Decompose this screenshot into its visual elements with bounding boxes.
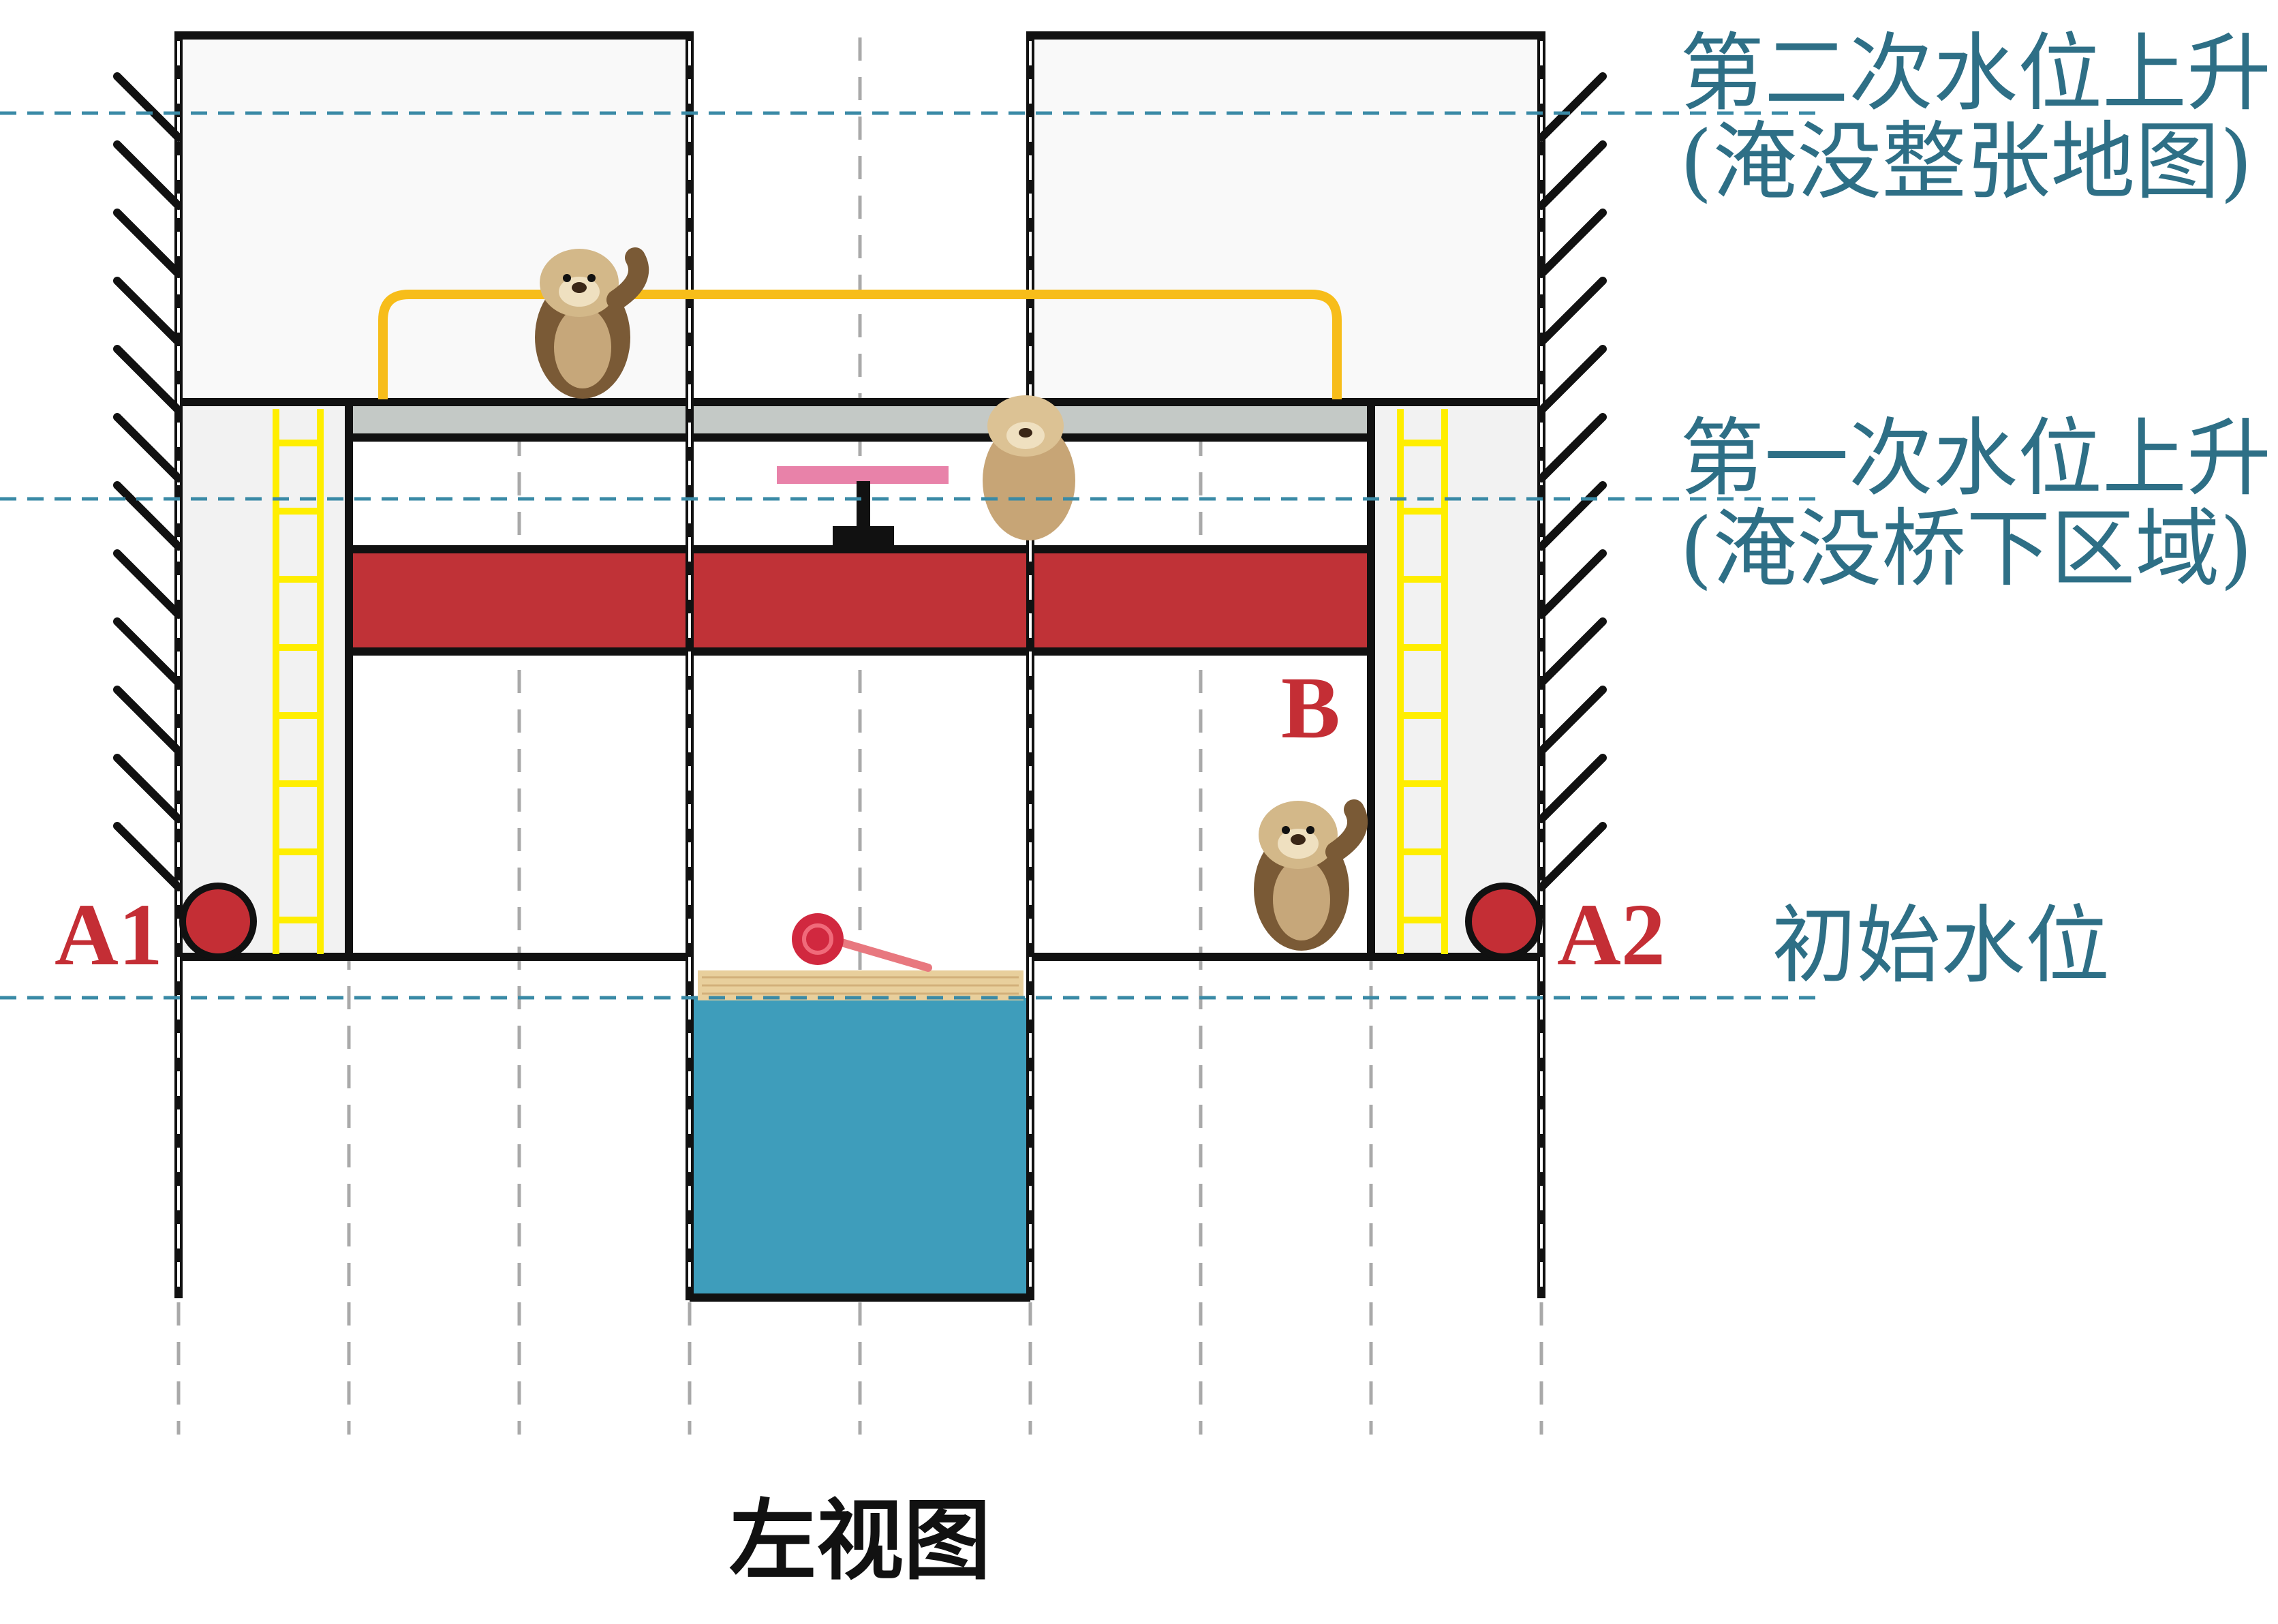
point-b-label: B — [1281, 659, 1340, 757]
handrail — [378, 290, 1342, 399]
wheel-a2[interactable] — [1465, 883, 1543, 960]
water-pool — [690, 998, 1030, 1298]
second-rise-sublabel: (淹没整张地图) — [1680, 113, 2253, 211]
valve-base — [833, 526, 894, 551]
first-rise-sublabel: (淹没桥下区域) — [1680, 500, 2253, 598]
initial-level-label: 初始水位 — [1772, 897, 2110, 995]
lollipop-icon[interactable] — [792, 913, 932, 972]
hatch-right — [1537, 72, 1607, 891]
outer-walls — [174, 31, 1545, 1300]
upper-right-block — [1030, 35, 1541, 403]
hatch-left — [113, 72, 183, 891]
point-a1-label: A1 — [55, 886, 163, 984]
view-title: 左视图 — [729, 1490, 991, 1592]
valve-handle[interactable] — [777, 466, 949, 484]
wheel-a1[interactable] — [179, 883, 257, 960]
first-rise-label: 第一次水位上升 — [1680, 410, 2271, 508]
second-rise-label: 第二次水位上升 — [1680, 25, 2271, 123]
ladder-left[interactable] — [273, 409, 324, 954]
valve[interactable] — [777, 466, 949, 551]
valve-stem — [857, 481, 870, 526]
otter-icon[interactable] — [535, 247, 649, 399]
right-shaft — [1371, 403, 1541, 955]
point-a2-label: A2 — [1557, 886, 1665, 984]
otter-icon[interactable] — [983, 395, 1075, 540]
wood-grain — [702, 976, 1019, 995]
otter-icon[interactable] — [1254, 799, 1368, 951]
structure-outline — [179, 31, 1541, 1302]
bridge-deck — [349, 406, 1371, 435]
bridge-beam — [349, 549, 1371, 652]
water-level-lines — [0, 111, 1826, 1000]
